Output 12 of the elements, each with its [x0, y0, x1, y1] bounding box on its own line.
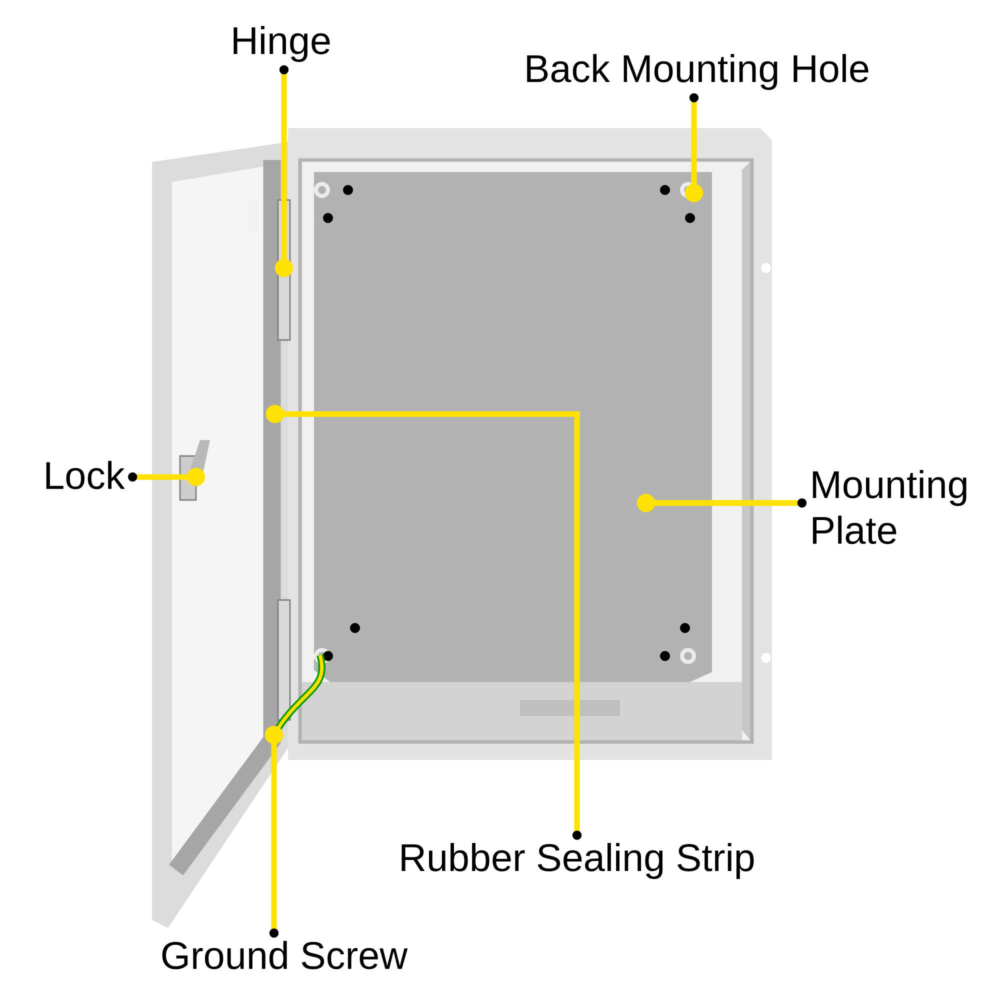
callout-label: Rubber Sealing Strip	[402, 843, 754, 879]
leader-line	[266, 404, 582, 840]
callout-label: Hinge	[234, 26, 330, 62]
leader-line	[684, 93, 704, 202]
leader-line	[636, 494, 807, 512]
callout-label: Back Mounting Hole	[527, 54, 868, 90]
callout-label: Lock	[46, 460, 125, 490]
callout-label: Ground Screw	[162, 940, 408, 970]
leader-line	[264, 726, 284, 938]
callout-label: Mounting Plate	[812, 470, 966, 544]
leader-line	[128, 468, 206, 486]
leader-line	[274, 65, 294, 278]
